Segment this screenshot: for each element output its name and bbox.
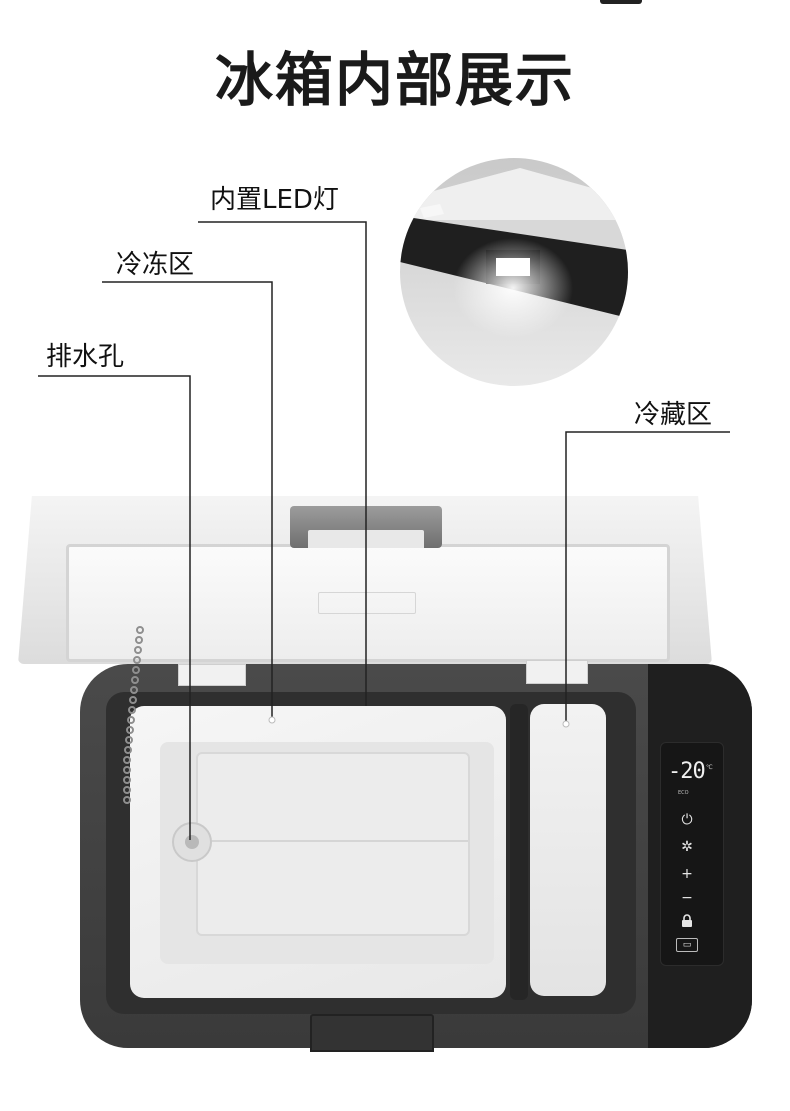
- temperature-up-button[interactable]: +: [676, 863, 698, 885]
- plus-icon: +: [681, 866, 693, 882]
- lock-button[interactable]: [676, 910, 698, 932]
- power-button[interactable]: ⏻: [676, 809, 698, 831]
- compartment-divider[interactable]: [510, 704, 528, 1000]
- leader-freezer: [102, 281, 273, 720]
- freezer-step-line: [196, 840, 468, 842]
- led-zoom-inset: [400, 158, 628, 386]
- temperature-unit: ℃: [706, 764, 713, 771]
- temperature-down-button[interactable]: −: [676, 887, 698, 909]
- callout-freezer-label: 冷冻区: [116, 250, 195, 280]
- lid-panel-recess: [318, 592, 416, 614]
- eco-mode-label: ECO: [678, 790, 689, 796]
- battery-protection-button[interactable]: ▭: [676, 938, 698, 952]
- led-light-icon: [400, 158, 628, 386]
- temperature-readout: -20: [668, 759, 706, 784]
- freezer-step: [196, 752, 470, 936]
- callout-led-light-label: 内置LED灯: [210, 185, 339, 215]
- drain-plug-chain-icon: [123, 626, 144, 804]
- callout-drain-hole-label: 排水孔: [46, 342, 125, 372]
- lock-icon: [682, 914, 692, 927]
- leader-drain-hole: [38, 375, 191, 840]
- hinge-left: [178, 664, 246, 686]
- leader-led-light: [198, 221, 367, 706]
- hinge-right: [526, 660, 588, 684]
- top-edge-mark: [600, 0, 642, 4]
- power-icon: ⏻: [681, 812, 693, 828]
- front-latch[interactable]: [310, 1014, 434, 1052]
- leader-fridge: [565, 431, 730, 724]
- minus-icon: −: [681, 890, 693, 906]
- leader-fridge-dot: [562, 720, 570, 728]
- settings-button[interactable]: ✲: [676, 836, 698, 858]
- callout-fridge-label: 冷藏区: [634, 400, 713, 430]
- leader-freezer-dot: [268, 716, 276, 724]
- settings-icon: ✲: [681, 839, 693, 855]
- fridge-compartment: [530, 704, 606, 996]
- control-display: [660, 742, 724, 966]
- battery-icon: ▭: [682, 940, 692, 950]
- page-title: 冰箱内部展示: [214, 46, 575, 114]
- drain-hole[interactable]: [172, 822, 212, 862]
